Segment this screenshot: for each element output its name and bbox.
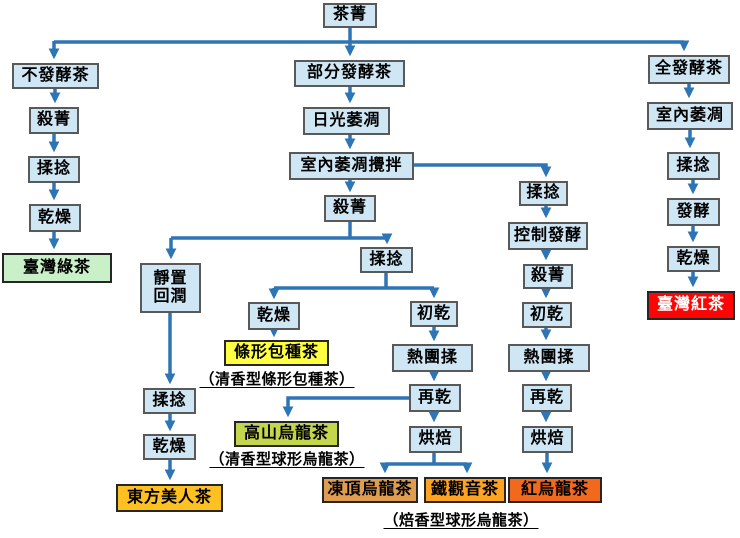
node-gan-zao-f: 乾燥 — [667, 246, 720, 272]
node-dongfang-meiren-cha: 東方美人茶 — [116, 484, 223, 512]
node-shinei-weidiao-jiaoban: 室內萎凋攪拌 — [289, 152, 414, 180]
node-sha-jing-m: 殺菁 — [324, 195, 376, 222]
edge-rou-d-split — [274, 273, 434, 290]
node-taiwan-black-tea: 臺灣紅茶 — [647, 291, 735, 320]
node-gaoshan-wulong-cha: 高山烏龍茶 — [234, 421, 339, 447]
node-rou-nian-b: 揉捻 — [143, 388, 196, 414]
node-bu-fajiao-cha: 不發酵茶 — [12, 63, 99, 89]
node-rou-nian-e: 揉捻 — [519, 181, 568, 206]
caption-qingxiang-tiaoxing: （清香型條形包種茶） — [199, 372, 355, 388]
node-riguang-weidiao: 日光萎凋 — [303, 107, 390, 135]
node-quan-fajiao-cha: 全發酵茶 — [648, 55, 730, 84]
node-jingzhi-huirun: 靜置 回潤 — [140, 263, 201, 313]
node-hong-wulong-cha: 紅烏龍茶 — [508, 477, 602, 503]
node-taiwan-green-tea: 臺灣綠茶 — [2, 253, 112, 283]
edge-zaigan-to-gaoshan — [282, 396, 409, 418]
node-chu-gan-d: 初乾 — [410, 301, 458, 327]
node-cha-jing: 茶菁 — [323, 3, 377, 28]
node-rou-nian-a: 揉捻 — [28, 156, 80, 183]
caption-beixiang-qiuxing: （焙香型球形烏龍茶） — [383, 513, 539, 529]
node-zai-gan-d: 再乾 — [409, 384, 461, 412]
node-tiaoxing-baozhong-cha: 條形包種茶 — [224, 340, 329, 366]
edge-trunk — [54, 28, 684, 44]
node-hong-bei-e: 烘焙 — [522, 426, 573, 453]
node-re-tuan-rou-d: 熱團揉 — [392, 344, 473, 372]
node-zai-gan-e: 再乾 — [522, 384, 572, 412]
node-kongzhi-fajiao: 控制發酵 — [508, 222, 588, 250]
edge-shajing-split — [171, 222, 387, 240]
node-fa-jiao-f: 發酵 — [667, 198, 720, 226]
node-shinei-weidiao: 室內萎凋 — [647, 102, 733, 130]
node-sha-jing-e: 殺菁 — [523, 264, 573, 289]
node-tieguanyin-cha: 鐵觀音茶 — [424, 477, 506, 503]
edge-jiaoban-right — [414, 163, 552, 178]
node-gan-zao-c: 乾燥 — [248, 302, 300, 330]
node-sha-jing-a: 殺菁 — [29, 107, 79, 134]
node-re-tuan-rou-e: 熱團揉 — [508, 344, 590, 372]
node-bufen-fajiao-cha: 部分發酵茶 — [294, 60, 405, 87]
node-dongding-wulong-cha: 凍頂烏龍茶 — [322, 477, 418, 503]
edge-hongbei-split — [385, 453, 467, 466]
node-gan-zao-b: 乾燥 — [143, 434, 196, 460]
node-rou-nian-d: 揉捻 — [360, 247, 413, 273]
node-chu-gan-e: 初乾 — [522, 302, 572, 328]
node-gan-zao-a: 乾燥 — [29, 204, 81, 232]
node-rou-nian-f: 揉捻 — [667, 152, 720, 180]
caption-qingxiang-qiuxing: （清香型球形烏龍茶） — [209, 452, 365, 468]
node-hong-bei-d: 烘焙 — [409, 426, 462, 453]
